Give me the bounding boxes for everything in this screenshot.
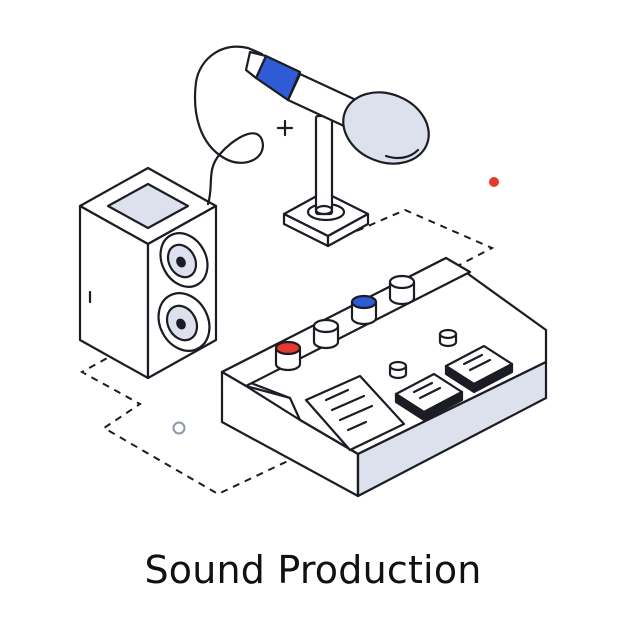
knob-small-1 <box>388 360 408 380</box>
red-dot-icon <box>489 177 499 187</box>
knob-red <box>274 340 302 372</box>
knob-small-2 <box>438 328 458 348</box>
fader-pad-2 <box>444 344 514 394</box>
ring-icon <box>172 421 186 435</box>
fader-pad-1 <box>394 372 464 422</box>
speaker-cone-top <box>159 232 209 288</box>
knob-blue <box>350 294 378 326</box>
caption-title: Sound Production <box>144 548 482 592</box>
speaker-icon <box>78 166 218 380</box>
plus-icon <box>276 119 294 137</box>
microphone-icon <box>244 50 430 248</box>
sound-production-illustration <box>78 45 548 498</box>
mic-cable <box>193 45 265 206</box>
mixing-console-icon <box>220 256 548 498</box>
knob-white-1 <box>312 318 340 350</box>
connection-lines <box>79 208 495 496</box>
knob-white-2 <box>388 274 416 306</box>
console-screen <box>304 374 406 452</box>
speaker-cone-bottom <box>157 292 211 352</box>
